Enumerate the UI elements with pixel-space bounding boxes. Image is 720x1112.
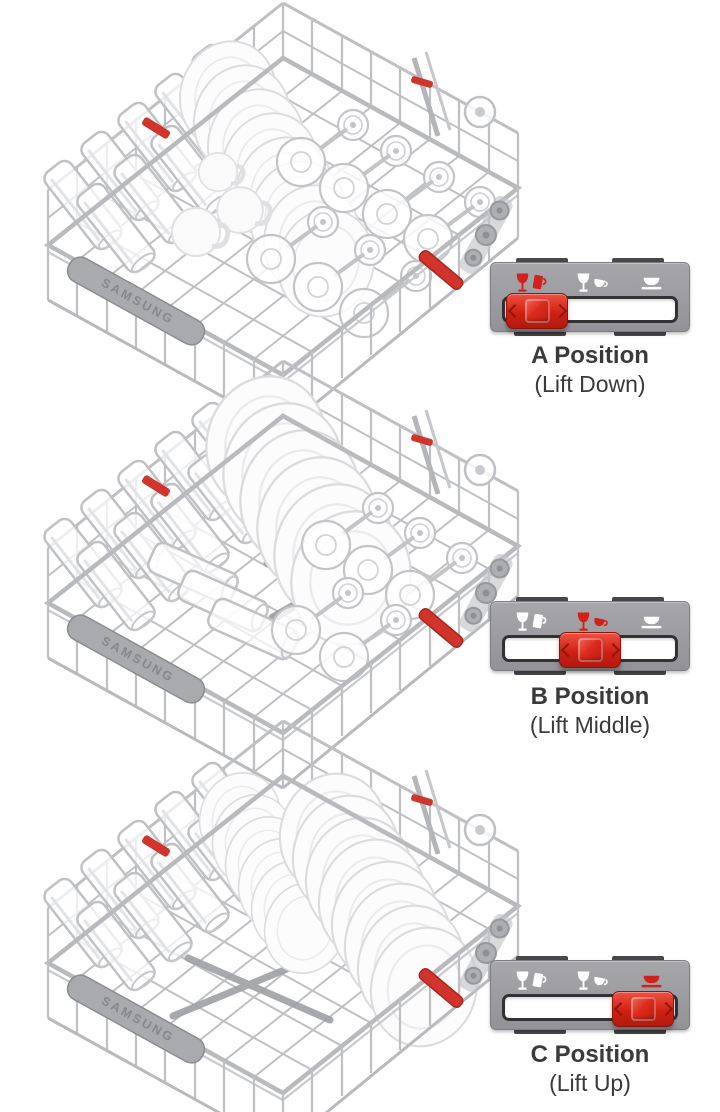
chevron-left-icon	[560, 642, 575, 658]
knob-square	[524, 299, 550, 323]
dish-mode-icons-row	[491, 606, 689, 633]
cup-icon	[593, 977, 609, 988]
cup-on-saucer-icon-group	[641, 616, 662, 631]
mug-icon	[532, 612, 547, 630]
wine-glass-icon	[516, 612, 529, 631]
wine-glass-icon	[577, 971, 590, 990]
panel-body	[490, 960, 690, 1030]
wine-glass-and-cup-icon-group	[577, 273, 609, 292]
rack-illustration-b: SAMSUNG	[18, 358, 530, 810]
chevron-right-icon	[605, 642, 620, 658]
panel-body	[490, 262, 690, 332]
mug-icon	[532, 273, 547, 291]
wine-glass-icon	[516, 273, 529, 292]
slider-track	[502, 293, 678, 329]
position-label-b: B Position (Lift Middle)	[485, 682, 695, 739]
wine-glass-icon	[577, 612, 590, 631]
cup-on-saucer-icon	[641, 277, 662, 290]
lift-control-panel-b	[490, 597, 690, 675]
cup-on-saucer-icon-group	[641, 975, 662, 990]
rack-illustration-a: SAMSUNG	[18, 0, 530, 452]
position-title: B Position	[530, 683, 650, 710]
wine-glass-and-mug-icon-group	[516, 971, 547, 990]
position-title: A Position	[531, 342, 649, 369]
wine-glass-and-cup-icon-group	[577, 971, 609, 990]
position-subtitle: (Lift Middle)	[529, 712, 651, 739]
position-label-a: A Position (Lift Down)	[485, 341, 695, 398]
wine-glass-and-mug-icon-group	[516, 612, 547, 631]
rack-illustration-c: SAMSUNG	[18, 718, 530, 1112]
cup-icon	[593, 279, 609, 290]
dish-mode-icons-row	[491, 965, 689, 992]
cup-on-saucer-icon-group	[641, 277, 662, 292]
cup-on-saucer-icon	[641, 616, 662, 629]
chevron-right-icon	[658, 1001, 673, 1017]
lift-control-panel-c	[490, 956, 690, 1034]
mug-icon	[532, 971, 547, 989]
slider-knob	[612, 991, 674, 1027]
chevron-left-icon	[613, 1001, 628, 1017]
slider-track	[502, 991, 678, 1027]
wine-glass-icon	[577, 273, 590, 292]
slider-knob	[506, 293, 568, 329]
wine-glass-and-mug-icon-group	[516, 273, 547, 292]
chevron-right-icon	[552, 303, 567, 319]
wine-glass-icon	[516, 971, 529, 990]
panel-body	[490, 601, 690, 671]
chevron-left-icon	[507, 303, 522, 319]
wine-glass-and-cup-icon-group	[577, 612, 609, 631]
knob-square	[630, 997, 656, 1021]
position-title: C Position	[530, 1041, 650, 1068]
slider-knob	[559, 632, 621, 668]
dish-mode-icons-row	[491, 267, 689, 294]
lift-control-panel-a	[490, 258, 690, 336]
cup-on-saucer-icon	[641, 975, 662, 988]
knob-square	[577, 638, 603, 662]
position-label-c: C Position (Lift Up)	[485, 1040, 695, 1097]
cup-icon	[593, 618, 609, 629]
slider-track	[502, 632, 678, 668]
position-subtitle: (Lift Down)	[534, 371, 646, 398]
position-subtitle: (Lift Up)	[549, 1070, 631, 1097]
